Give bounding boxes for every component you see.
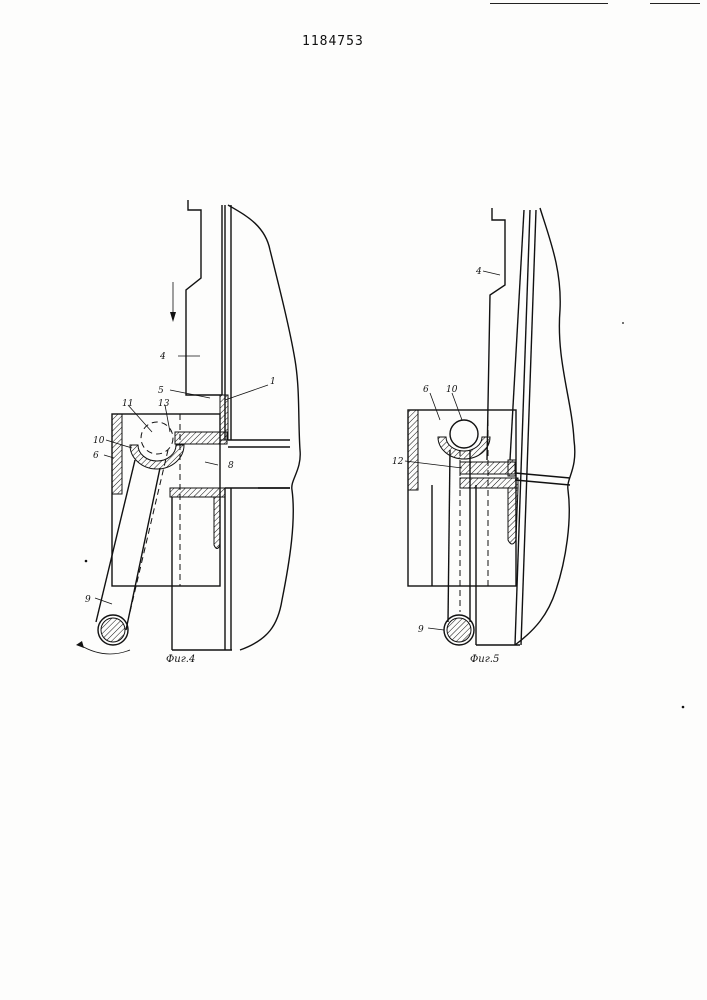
fig5-label-4: 4 — [475, 267, 482, 277]
fig4-label-1: 1 — [270, 377, 276, 387]
fig5-caption: Фиг.5 — [470, 654, 499, 665]
fig4-caption: Фиг.4 — [166, 654, 195, 665]
fig4-label-4: 4 — [159, 352, 166, 362]
speck — [682, 706, 685, 709]
fig4-label-9: 9 — [85, 595, 91, 605]
fig4-label-8: 8 — [228, 461, 234, 471]
speck — [622, 322, 624, 324]
fig4-label-13: 13 — [158, 399, 170, 409]
fig5-label-12: 12 — [392, 457, 404, 467]
speck — [85, 560, 88, 563]
fig5-label-9: 9 — [418, 625, 424, 635]
figure-4: 4 5 1 11 13 10 6 8 9 Фиг.4 — [76, 200, 300, 665]
fig5-label-10: 10 — [446, 385, 458, 395]
fig4-label-11: 11 — [122, 399, 133, 409]
figure-5: 4 6 10 12 9 Фиг.5 — [392, 208, 575, 665]
fig5-label-6: 6 — [423, 385, 429, 395]
fig4-label-6: 6 — [93, 451, 99, 461]
fig4-label-5: 5 — [158, 386, 164, 396]
fig4-label-10: 10 — [93, 436, 105, 446]
